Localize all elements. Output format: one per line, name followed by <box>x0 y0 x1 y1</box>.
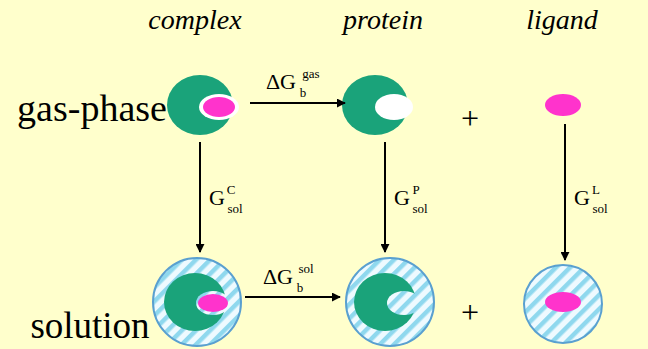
superscript: P <box>412 183 419 196</box>
gas-ligand-figure <box>545 94 581 116</box>
binding-arrow <box>245 296 340 298</box>
subscript: sol <box>227 202 242 215</box>
gas-complex-figure <box>167 75 239 135</box>
energy-symbol: G <box>209 187 225 209</box>
plus-sign: + <box>461 296 479 328</box>
energy-symbol: G <box>394 187 410 209</box>
solvated-protein-figure <box>346 258 434 346</box>
superscript: sol <box>298 262 313 275</box>
superscript: gas <box>302 67 319 80</box>
column-heading: ligand <box>526 6 598 34</box>
solvation-arrow <box>564 124 566 260</box>
superscript: C <box>227 183 236 196</box>
energy-symbol: G <box>574 187 590 209</box>
subscript: b <box>297 281 304 294</box>
subscript: sol <box>412 202 427 215</box>
row-label: gas-phase <box>17 89 167 127</box>
energy-symbol: ΔG <box>266 71 296 93</box>
column-heading: protein <box>343 6 423 34</box>
solvation-arrow <box>384 142 386 252</box>
gas-protein-figure <box>342 75 413 135</box>
energy-symbol: ΔG <box>263 266 293 288</box>
solvation-arrow <box>199 142 201 252</box>
subscript: b <box>300 86 307 99</box>
binding-arrow <box>250 102 345 104</box>
solvated-complex-figure <box>153 258 241 346</box>
row-label: solution <box>30 307 149 344</box>
column-heading: complex <box>148 6 241 34</box>
plus-sign: + <box>461 102 479 134</box>
superscript: L <box>592 183 600 196</box>
solvated-ligand-figure <box>524 265 602 343</box>
subscript: sol <box>592 202 607 215</box>
